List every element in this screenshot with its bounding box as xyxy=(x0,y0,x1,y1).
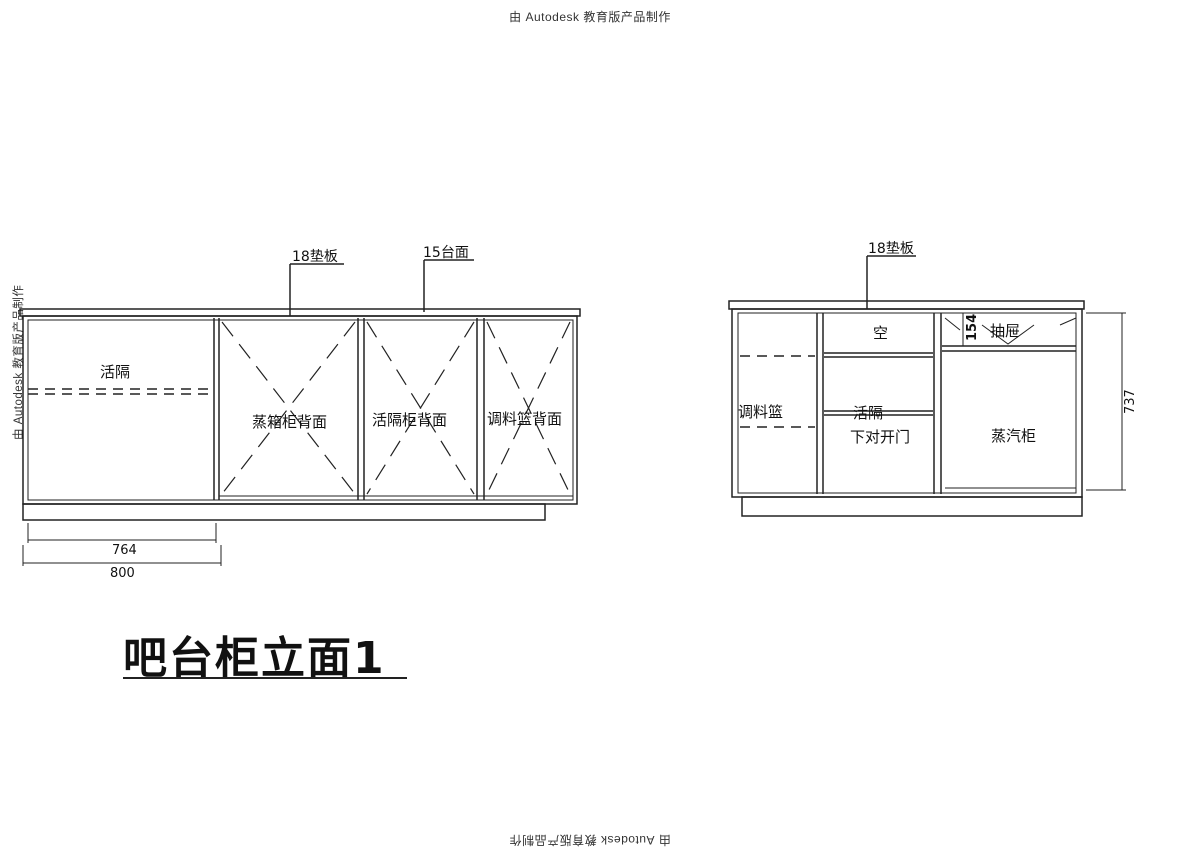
right-cabinet-inner xyxy=(737,312,1077,494)
left-cabinet-inner xyxy=(27,319,574,501)
label-spice-basket: 调料篮 xyxy=(738,403,783,421)
label-shelf: 活隔 xyxy=(853,404,883,422)
right-cabinet-body xyxy=(731,308,1083,498)
right-partitions xyxy=(816,313,1076,494)
watermark-top: 由 Autodesk 教育版产品制作 xyxy=(509,10,671,24)
drawing-title: 吧台柜立面1 xyxy=(123,633,386,684)
dimension-154: 154 xyxy=(965,314,980,341)
height-dimension xyxy=(1086,312,1126,491)
panel-label-shelf-cabinet: 活隔柜背面 xyxy=(372,411,447,429)
right-pad-label: 18垫板 xyxy=(868,241,914,257)
label-steam-cabinet: 蒸汽柜 xyxy=(991,427,1036,445)
right-cabinet-elevation: 18垫板 调料篮 空 活隔 下对开门 抽屉 蒸汽柜 154 737 xyxy=(728,241,1138,517)
left-partitions xyxy=(213,318,573,500)
label-drawer: 抽屉 xyxy=(990,322,1020,340)
label-empty: 空 xyxy=(873,324,888,342)
dimension-800: 800 xyxy=(110,566,135,581)
right-countertop xyxy=(728,300,1085,310)
left-countertop xyxy=(19,308,581,317)
dimension-764: 764 xyxy=(112,543,137,558)
panel-label-spice-basket: 调料篮背面 xyxy=(487,410,562,428)
title-underline xyxy=(123,677,407,679)
panel-label-steam-oven: 蒸箱柜背面 xyxy=(252,413,327,431)
panel-label-shelf: 活隔 xyxy=(100,363,130,381)
left-dimensions xyxy=(22,523,222,566)
left-cabinet-elevation: 18垫板 15台面 活隔 蒸箱柜背面 活隔柜背面 调料篮背面 764 800 xyxy=(19,245,581,581)
left-plinth xyxy=(22,503,546,521)
drawer-chevron xyxy=(981,324,1035,345)
counter-label: 15台面 xyxy=(423,245,469,261)
left-cross-marks xyxy=(221,321,571,495)
right-plinth xyxy=(741,496,1083,517)
label-double-doors: 下对开门 xyxy=(850,428,910,446)
pad-label: 18垫板 xyxy=(292,249,338,265)
dimension-737: 737 xyxy=(1123,389,1138,414)
